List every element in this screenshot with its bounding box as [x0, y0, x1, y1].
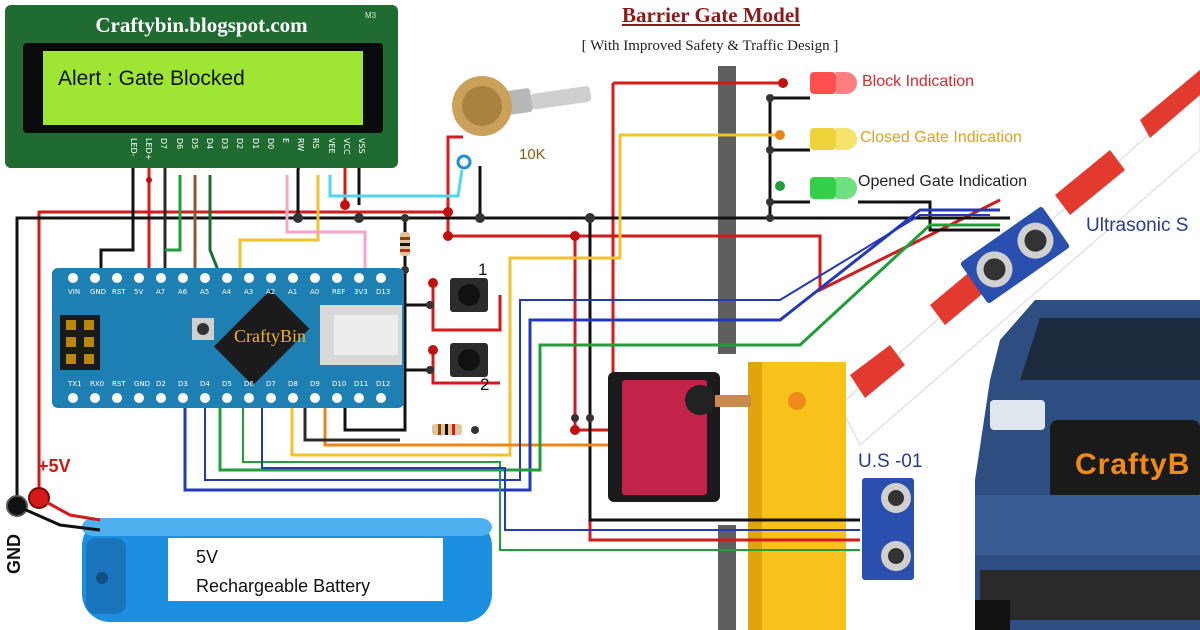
led-red [810, 72, 857, 94]
lcd-pin-label: VSS [357, 138, 366, 154]
arduino-pin-label: D9 [310, 380, 320, 388]
ultrasonic-sensor-arm [960, 207, 1070, 303]
lcd-pin-label: D4 [205, 138, 214, 150]
push-button-1 [450, 278, 488, 312]
lcd-pin-label: D6 [174, 138, 184, 150]
arduino-pin-label: A6 [178, 288, 188, 296]
ultrasonic-sensor-label: Ultrasonic S [1086, 215, 1189, 236]
truck-brand-label: CraftyB [1075, 448, 1191, 481]
gate-post-lower [718, 525, 736, 630]
arduino-pin-label: D8 [288, 380, 298, 388]
lcd-model-mark: M3 [365, 11, 377, 20]
diagram-subtitle: [ With Improved Safety & Traffic Design … [581, 38, 839, 54]
lcd-website-label: Craftybin.blogspot.com [95, 13, 308, 37]
battery-label-box [168, 538, 443, 601]
potentiometer [452, 76, 592, 170]
lcd-pin-label: LED- [129, 138, 138, 157]
lcd-pin-label: D5 [189, 138, 199, 150]
arduino-pin-label: RX0 [90, 380, 105, 388]
lcd-pin-label: D7 [159, 138, 169, 150]
arduino-pin-label: D5 [222, 380, 232, 388]
gnd-label: GND [4, 534, 24, 574]
lcd-module: Craftybin.blogspot.com M3 Alert : Gate B… [5, 5, 398, 168]
arduino-pin-label: A4 [222, 288, 232, 296]
arduino-pin-label: TX1 [68, 380, 82, 388]
arduino-pin-label: 5V [134, 288, 144, 296]
led-yellow [810, 128, 857, 150]
ultrasonic-sensor-gate [862, 478, 914, 580]
arduino-pin-label: D7 [266, 380, 276, 388]
arduino-pin-label: D13 [376, 288, 391, 296]
potentiometer-label: 10K [519, 146, 546, 163]
arduino-pin-label: RST [112, 380, 126, 388]
lcd-pin-label: D3 [220, 138, 230, 150]
arduino-nano-board [52, 268, 404, 408]
lcd-pin-label: D0 [265, 138, 275, 150]
lcd-pin-label: RS [311, 138, 321, 149]
gate-pillar [748, 362, 846, 630]
button-1-label: 1 [478, 260, 488, 279]
lcd-pin-label: RW [296, 138, 306, 152]
lcd-pin-label: D2 [235, 138, 245, 150]
lcd-message: Alert : Gate Blocked [58, 67, 245, 90]
resistor-1 [400, 232, 410, 256]
arduino-pin-label: A5 [200, 288, 210, 296]
arduino-pin-label: A3 [244, 288, 254, 296]
truck [975, 300, 1200, 630]
arduino-pin-label: A1 [288, 288, 298, 296]
arduino-pin-label: D11 [354, 380, 369, 388]
push-button-2 [450, 343, 488, 377]
led-label-closed: Closed Gate Indication [860, 129, 1022, 146]
arduino-pin-label: GND [134, 380, 151, 388]
arduino-pin-label: REF [332, 288, 346, 296]
lcd-pin-label: D1 [250, 138, 260, 150]
arduino-pin-label: D12 [376, 380, 391, 388]
arduino-pin-label: D3 [178, 380, 188, 388]
arduino-pin-label: D10 [332, 380, 347, 388]
led-green [810, 177, 857, 199]
gate-post-upper [718, 66, 736, 354]
arduino-pin-label: A2 [266, 288, 276, 296]
battery-type-label: Rechargeable Battery [196, 576, 371, 596]
lcd-pin-label: VCC [341, 138, 351, 155]
us01-sensor-label: U.S -01 [858, 451, 923, 472]
arduino-pin-label: 3V3 [354, 288, 368, 296]
button-2-label: 2 [480, 375, 490, 394]
arduino-brand-label: CraftyBin [234, 326, 306, 346]
plus-5v-label: +5V [38, 456, 71, 476]
led-label-block: Block Indication [862, 73, 975, 90]
diagram-title: Barrier Gate Model [621, 3, 801, 27]
battery-voltage-label: 5V [196, 547, 219, 567]
arduino-pin-label: GND [90, 288, 107, 296]
led-label-opened: Opened Gate Indication [858, 173, 1028, 190]
lcd-screen [43, 51, 363, 125]
arduino-pin-label: D4 [200, 380, 210, 388]
lcd-pin-label: VEE [326, 138, 336, 154]
arduino-pin-label: VIN [68, 288, 81, 296]
lcd-pin-label: E [281, 138, 290, 144]
resistor-2 [432, 424, 462, 435]
arduino-pin-label: D6 [244, 380, 254, 388]
arduino-pin-label: RST [112, 288, 126, 296]
arduino-pin-label: A0 [310, 288, 320, 296]
servo-motor [608, 372, 751, 502]
arduino-pin-label: D2 [156, 380, 166, 388]
arduino-pin-label: A7 [156, 288, 166, 296]
lcd-pin-label: LED+ [144, 138, 154, 161]
